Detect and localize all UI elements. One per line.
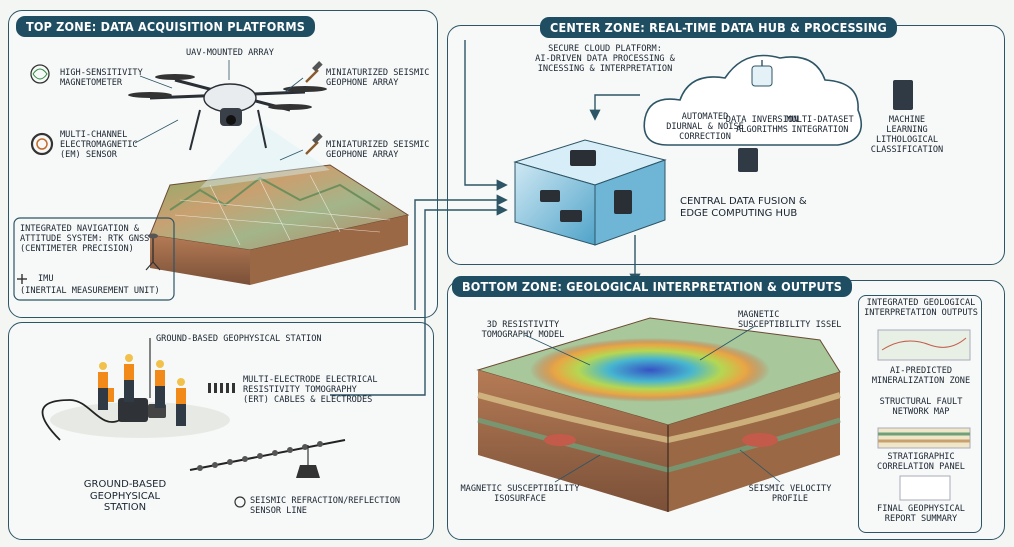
em-coil-icon (30, 132, 54, 156)
cloud-icon (643, 54, 863, 146)
geology-block (476, 317, 841, 512)
em-sensor-label: MULTI-CHANNEL ELECTROMAGNETIC (EM) SENSO… (60, 130, 138, 160)
hammer-icon (305, 61, 323, 155)
top-zone-title: TOP ZONE: DATA ACQUISITION PLATFORMS (16, 16, 316, 37)
magnetometer-label: HIGH-SENSITIVITY MAGNETOMETER (60, 68, 143, 88)
output-report: FINAL GEOPHYSICAL REPORT SUMMARY (877, 504, 965, 524)
output-thumbnails (877, 329, 971, 501)
imu-full-label: (INERTIAL MEASUREMENT UNIT) (20, 286, 160, 296)
imu-label: IMU (38, 274, 54, 284)
ert-label: MULTI-ELECTRODE ELECTRICAL RESISTIVITY T… (243, 375, 378, 405)
seismic-geophone-label-2: MINIATURIZED SEISMIC GEOPHONE ARRAY (326, 140, 430, 160)
server-icon (738, 80, 913, 172)
ground-station-drawing (41, 338, 346, 508)
uav-label: UAV-MOUNTED ARRAY (186, 48, 274, 58)
navigation-label: INTEGRATED NAVIGATION & ATTITUDE SYSTEM:… (20, 224, 150, 254)
inversion-label: DATA INVERSION ALGORITHMS (725, 115, 799, 135)
center-zone-title: CENTER ZONE: REAL-TIME DATA HUB & PROCES… (540, 17, 897, 38)
multi-dataset-label: MULTI-DATASET INTEGRATION (786, 115, 854, 135)
uav-terrain-block (149, 122, 410, 285)
gnss-antenna-icon (145, 233, 161, 271)
output-stratigraphic: STRATIGRAPHIC CORRELATION PANEL (877, 452, 965, 472)
outputs-title: INTEGRATED GEOLOGICAL INTERPRETATION OUT… (864, 298, 978, 318)
mag-susceptibility-top-label: MAGNETIC SUSCEPTIBILITY ISSEL (738, 310, 842, 330)
bottom-zone-title: BOTTOM ZONE: GEOLOGICAL INTERPRETATION &… (452, 276, 853, 297)
seismic-line-label: SEISMIC REFRACTION/REFLECTION SENSOR LIN… (250, 496, 401, 516)
ground-station-label: GROUND-BASED GEOPHYSICAL STATION (83, 479, 167, 513)
cloud-platform-label: SECURE CLOUD PLATFORM: AI-DRIVEN DATA PR… (535, 44, 675, 74)
resistivity-label: 3D RESISTIVITY TOMOGRAPHY MODEL (481, 320, 565, 340)
ground-station-title: GROUND-BASED GEOPHYSICAL STATION (156, 334, 322, 344)
output-mineralization: AI-PREDICTED MINERALIZATION ZONE (871, 366, 971, 386)
drone-icon (128, 74, 327, 151)
velocity-label: SEISMIC VELOCITY PROFILE (748, 484, 832, 504)
magnetometer-icon (30, 64, 50, 84)
ml-classification-label: MACHINE LEARNING LITHOLOGICAL CLASSIFICA… (870, 115, 944, 155)
seismic-geophone-label-1: MINIATURIZED SEISMIC GEOPHONE ARRAY (326, 68, 430, 88)
hub-label: CENTRAL DATA FUSION & EDGE COMPUTING HUB (680, 196, 807, 219)
imu-icon (17, 274, 27, 284)
output-fault-map: STRUCTURAL FAULT NETWORK MAP (879, 397, 963, 417)
mag-isosurface-label: MAGNETIC SUSCEPTIBILITY ISOSURFACE (460, 484, 580, 504)
ml-box (858, 295, 982, 533)
chip-icon (540, 150, 632, 222)
auto-correction-label: AUTOMATED DIURNAL & NOISE CORRECTION (666, 112, 744, 142)
